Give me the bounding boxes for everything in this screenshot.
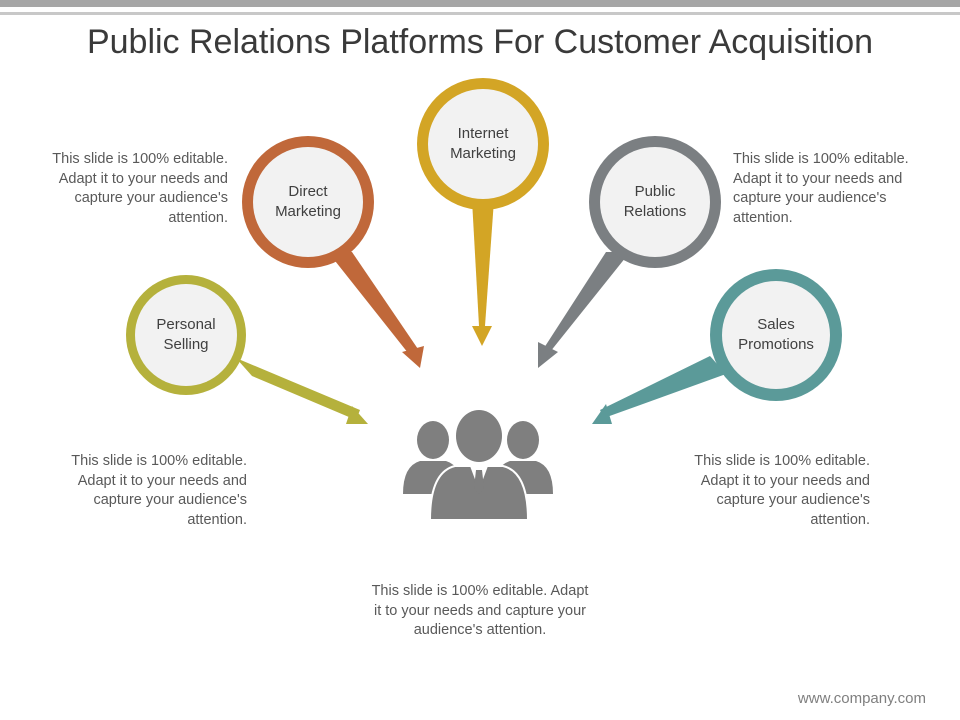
node-label-line: Marketing (275, 203, 341, 220)
node-label-line: Selling (163, 336, 209, 353)
node-personal-selling: Personal Selling (136, 315, 236, 355)
node-label-line: Marketing (450, 145, 516, 162)
node-direct-marketing: Direct Marketing (258, 182, 358, 222)
description-mid-right: This slide is 100% editable. Adapt it to… (694, 453, 870, 528)
node-label-line: Sales (757, 316, 795, 333)
pin-sales-promotions (592, 269, 842, 424)
node-internet-marketing: Internet Marketing (433, 124, 533, 164)
people-group-icon (403, 410, 553, 521)
node-label-line: Public (634, 183, 676, 200)
node-label-line: Promotions (738, 336, 814, 353)
description-top-left: This slide is 100% editable. Adapt it to… (52, 151, 228, 226)
top-border-bar (0, 0, 960, 7)
description-mid-left: This slide is 100% editable. Adapt it to… (71, 453, 247, 528)
footer-website[interactable]: www.company.com (797, 690, 926, 707)
node-sales-promotions: Sales Promotions (726, 315, 826, 355)
node-public-relations: Public Relations (605, 182, 705, 222)
slide-title: Public Relations Platforms For Customer … (86, 23, 874, 61)
top-border-line (0, 12, 960, 15)
pin-direct-marketing (242, 136, 424, 368)
pin-internet-marketing (417, 78, 549, 346)
description-bottom: This slide is 100% editable. Adapt it to… (371, 583, 589, 638)
description-top-right: This slide is 100% editable. Adapt it to… (733, 151, 909, 226)
pin-public-relations (538, 136, 721, 368)
node-label-line: Internet (457, 125, 509, 142)
node-label-line: Relations (623, 203, 687, 220)
pin-personal-selling (126, 275, 368, 424)
node-label-line: Direct (288, 183, 328, 200)
node-label-line: Personal (156, 316, 216, 333)
